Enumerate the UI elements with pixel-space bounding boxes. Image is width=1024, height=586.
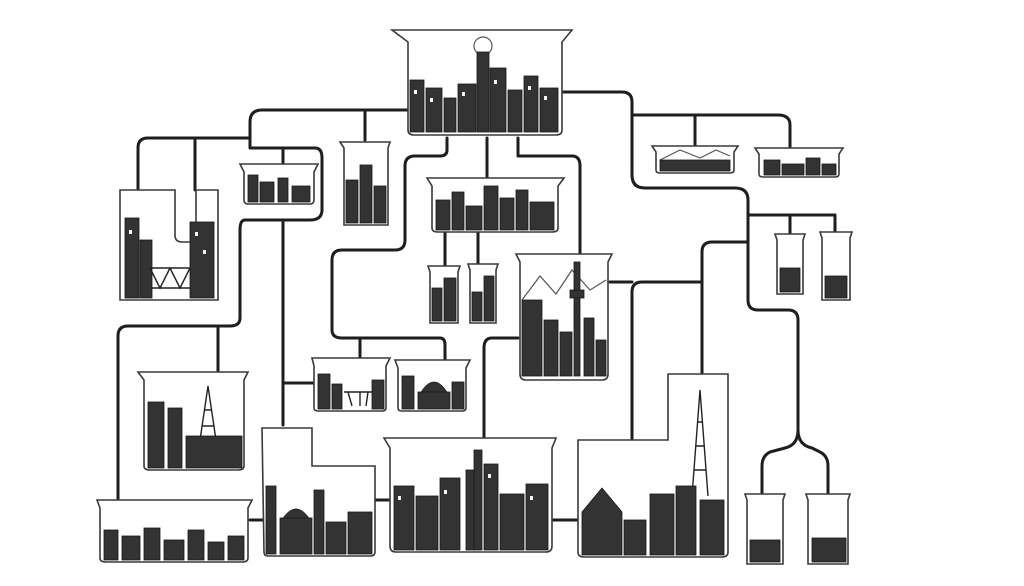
pipe: [796, 428, 830, 497]
vessel-tube-right-b: [818, 231, 854, 301]
vessel-bottom-left-shallow: [95, 499, 254, 563]
vessel-bottom-center: [382, 437, 558, 553]
vessel-middle-wide: [425, 177, 566, 233]
vessel-tube-right-a: [773, 233, 807, 295]
vessel-bottom-stepped: [261, 427, 376, 557]
vessel-tube-a: [426, 265, 462, 324]
vessel-shallow-bowl-b: [753, 147, 845, 178]
pipe: [116, 136, 324, 507]
pipe: [330, 136, 449, 364]
vessel-tube-bottom-b: [804, 493, 852, 565]
vessel-tube-bottom-a: [743, 493, 787, 565]
pipe-network: [116, 90, 837, 522]
pipe: [516, 136, 582, 257]
pipe: [630, 280, 704, 442]
vessel-small-bowl-left: [238, 163, 320, 205]
pipe: [700, 240, 750, 377]
pipe: [482, 336, 520, 442]
pipe: [746, 213, 837, 237]
pipe: [630, 113, 792, 152]
vessel-top-center: [389, 29, 574, 136]
vessel-tower-left: [136, 371, 250, 471]
vessel-flat-bridge: [310, 357, 392, 412]
vessel-bottom-right-tower: [577, 373, 729, 558]
vessel-spire-mountains: [514, 253, 614, 381]
pipe: [746, 213, 800, 497]
pipe: [558, 90, 750, 217]
vessel-left-u: [119, 189, 219, 301]
vessel-shallow-bowl-a: [650, 145, 740, 174]
vessel-tall-left: [338, 141, 392, 226]
vessel-flat-dome: [393, 359, 472, 412]
vessel-tube-b: [466, 263, 500, 324]
